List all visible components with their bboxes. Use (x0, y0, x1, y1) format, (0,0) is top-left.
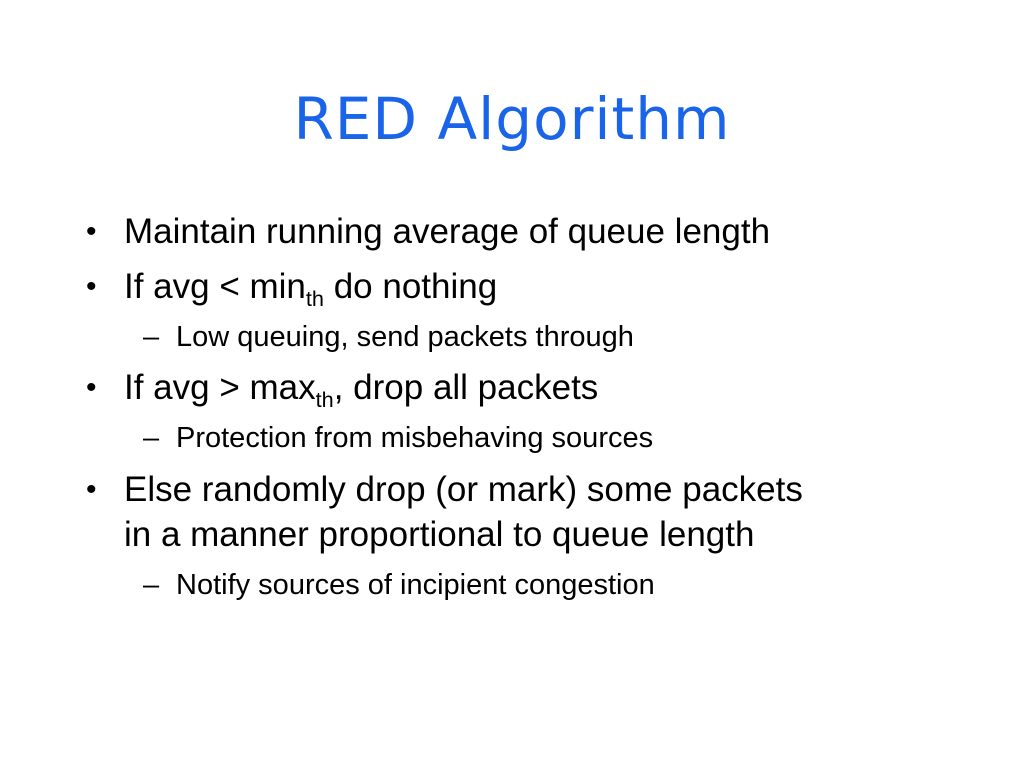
bullet-item: • Else randomly drop (or mark) some packe… (86, 467, 1024, 558)
bullet-dot-icon: • (86, 371, 97, 405)
sub-bullet-item: –Protection from misbehaving sources (143, 420, 1024, 458)
bullet-text: Notify sources of incipient congestion (176, 568, 655, 601)
bullet-text: If avg > maxth, drop all packets (124, 368, 599, 413)
bullet-text: If avg < minth do nothing (124, 266, 498, 311)
dash-marker-icon: – (143, 421, 160, 454)
bullet-dot-icon: • (86, 215, 97, 249)
bullet-text: Else randomly drop (or mark) some packet… (124, 469, 803, 555)
bullet-item: • If avg < minth do nothing (86, 264, 1024, 310)
bullet-dot-icon: • (86, 269, 97, 303)
bullet-text: Protection from misbehaving sources (176, 421, 654, 454)
bullet-text: Low queuing, send packets through (176, 320, 634, 353)
bullet-text: Maintain running average of queue length (124, 212, 771, 252)
subscript-text: th (315, 387, 334, 413)
sub-bullet-item: –Low queuing, send packets through (143, 319, 1024, 357)
dash-marker-icon: – (143, 568, 160, 601)
bullet-dot-icon: • (86, 472, 97, 506)
dash-marker-icon: – (143, 320, 160, 353)
bullet-list: • Maintain running average of queue lengt… (0, 157, 1024, 604)
bullet-item: • If avg > maxth, drop all packets (86, 365, 1024, 411)
slide-title: RED Algorithm (293, 85, 731, 153)
bullet-item: • Maintain running average of queue lengt… (86, 209, 1024, 255)
subscript-text: th (305, 285, 324, 311)
sub-bullet-item: –Notify sources of incipient congestion (143, 567, 1024, 605)
